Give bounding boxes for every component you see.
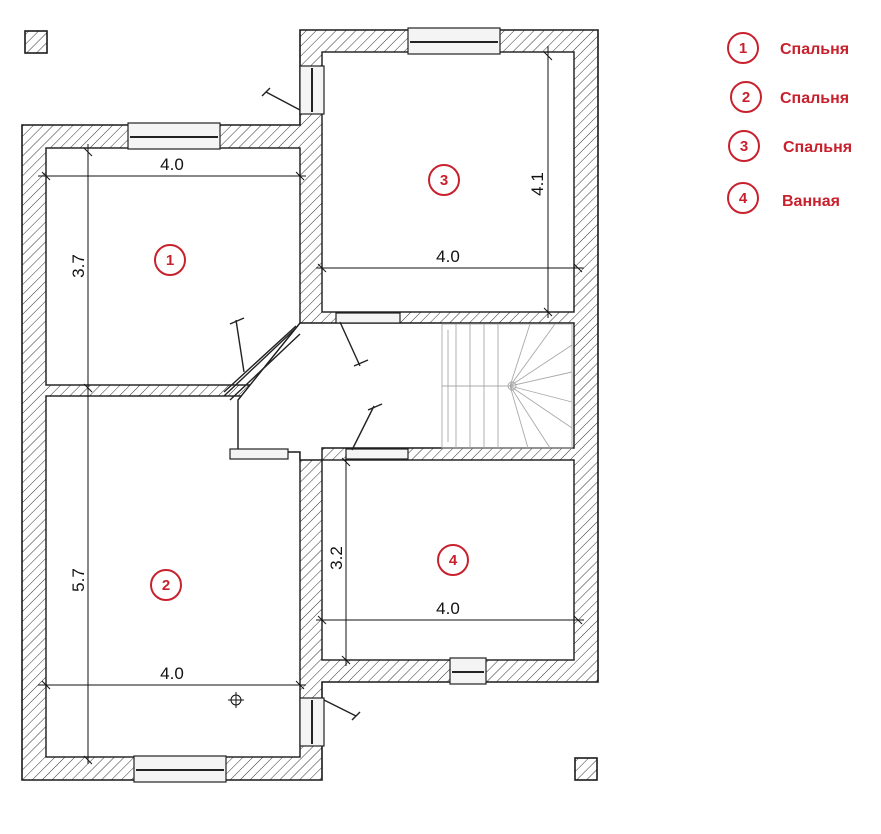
legend-label-3: Спальня — [783, 139, 852, 156]
dimension-room4-width — [316, 615, 584, 625]
svg-text:4: 4 — [449, 552, 458, 569]
door-room3-window-opening — [261, 87, 301, 111]
legend-item-3: 3 Спальня — [728, 130, 852, 162]
door-room1 — [223, 317, 301, 401]
dimension-room3-height — [543, 46, 553, 318]
svg-text:3: 3 — [740, 138, 748, 155]
legend-label-2: Спальня — [780, 90, 849, 107]
svg-text:1: 1 — [739, 40, 747, 57]
room-badge-4: 4 — [437, 544, 469, 576]
legend-item-1: 1 Спальня — [727, 32, 849, 64]
ceiling-light-icon — [228, 692, 244, 708]
room4-width-label: 4.0 — [436, 599, 460, 618]
legend-item-4: 4 Ванная — [727, 182, 840, 214]
window-room4 — [449, 657, 487, 685]
dimension-room4-height — [341, 454, 351, 666]
window-room1 — [127, 122, 221, 150]
room1-height-label: 3.7 — [69, 254, 88, 278]
room2-width-label: 4.0 — [160, 664, 184, 683]
legend-label-4: Ванная — [782, 193, 840, 210]
room3-height-label: 4.1 — [528, 172, 547, 196]
window-room3-side — [299, 65, 325, 115]
door-frame-room2 — [229, 448, 289, 460]
dimension-room3-width — [316, 263, 584, 273]
svg-text:1: 1 — [166, 252, 174, 269]
door-frame-room3 — [335, 312, 401, 324]
legend-item-2: 2 Спальня — [730, 81, 849, 113]
door-frame-room4 — [345, 448, 409, 460]
svg-text:2: 2 — [162, 577, 170, 594]
window-room2 — [133, 755, 227, 783]
room2-height-label: 5.7 — [69, 568, 88, 592]
dimension-room1-height — [83, 144, 93, 393]
door-room3-leaf — [339, 321, 369, 367]
room-badge-1: 1 — [154, 244, 186, 276]
room3-width-label: 4.0 — [436, 247, 460, 266]
dimension-room2-width — [38, 680, 306, 690]
door-room4-leaf — [351, 403, 383, 451]
room-badge-3: 3 — [428, 164, 460, 196]
svg-text:2: 2 — [742, 89, 750, 106]
room-badge-2: 2 — [150, 569, 182, 601]
legend: 1 Спальня 2 Спальня 3 Спальня 4 Ванная — [727, 32, 852, 214]
dimension-room1-width — [38, 171, 306, 181]
hall-floor — [237, 322, 575, 461]
room4-height-label: 3.2 — [327, 546, 346, 570]
room1-width-label: 4.0 — [160, 155, 184, 174]
legend-label-1: Спальня — [780, 41, 849, 58]
window-room2-side — [299, 697, 325, 747]
dimension-room2-height — [83, 392, 93, 765]
corner-marker-top-left — [24, 30, 48, 54]
svg-text:3: 3 — [440, 172, 448, 189]
door-room2-window-opening — [323, 699, 361, 721]
corner-marker-bottom-right — [574, 757, 598, 781]
staircase — [441, 323, 573, 449]
svg-text:4: 4 — [739, 190, 748, 207]
window-room3 — [407, 27, 501, 55]
